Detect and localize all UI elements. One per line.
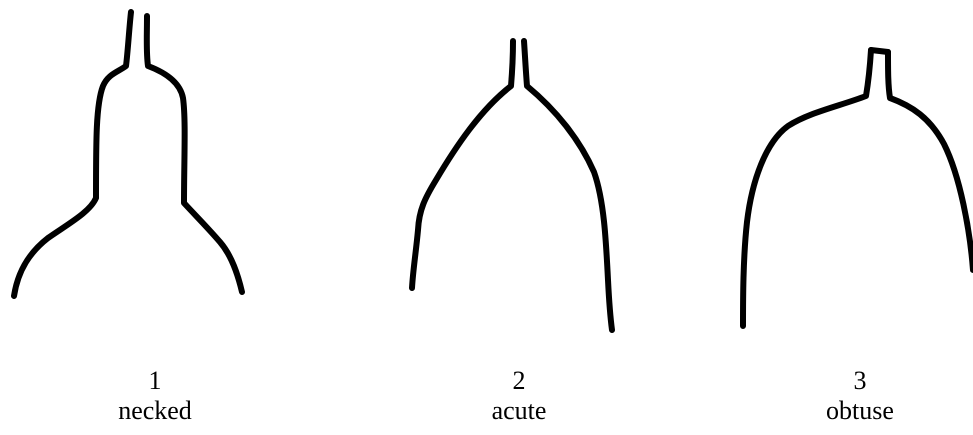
figure-label: necked <box>75 396 235 426</box>
necked-outline-left-side <box>14 12 131 296</box>
figure-label: obtuse <box>780 396 940 426</box>
figure-number: 1 <box>75 366 235 396</box>
obtuse-outline <box>743 50 973 326</box>
figure-number: 2 <box>439 366 599 396</box>
figure-number: 3 <box>780 366 940 396</box>
figure-caption-necked: 1 necked <box>75 366 235 426</box>
necked-outline-right-side <box>147 16 242 292</box>
acute-outline-left-side <box>412 41 513 288</box>
figure-caption-obtuse: 3 obtuse <box>780 366 940 426</box>
acute-outline <box>412 41 612 330</box>
necked-outline <box>14 12 242 296</box>
figure-caption-acute: 2 acute <box>439 366 599 426</box>
acute-outline-right-side <box>524 41 612 330</box>
figure-label: acute <box>439 396 599 426</box>
obtuse-outline-right-side <box>888 52 973 270</box>
obtuse-outline-left-side <box>743 50 871 326</box>
